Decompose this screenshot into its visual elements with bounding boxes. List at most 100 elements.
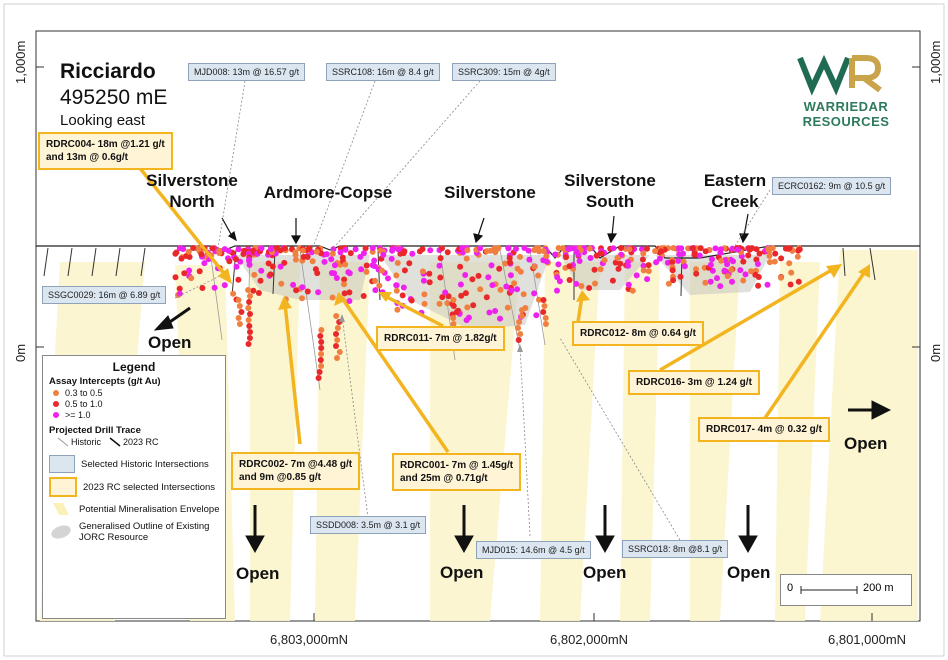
assay-dot <box>341 290 348 297</box>
assay-dot <box>492 308 499 314</box>
assay-dot <box>795 278 802 285</box>
assay-dot <box>778 255 785 262</box>
assay-dot <box>517 331 524 337</box>
assay-dot <box>342 246 349 253</box>
deposit-line: Silverstone <box>564 171 656 190</box>
assay-dot <box>437 274 444 281</box>
deposit-line: Silverstone <box>444 183 536 202</box>
assay-dot <box>290 281 297 288</box>
assay-dot <box>299 295 305 302</box>
rc-line: RDRC016- 3m @ 1.24 g/t <box>636 377 752 388</box>
assay-dot <box>247 329 253 335</box>
assay-dot <box>652 248 659 255</box>
assay-dot <box>502 260 509 267</box>
assay-dot <box>258 245 265 252</box>
assay-dot <box>665 280 672 287</box>
historic-label-mjd008: MJD008: 13m @ 16.57 g/t <box>188 63 306 81</box>
rc-leaders <box>133 160 868 453</box>
assay-dot <box>690 245 696 252</box>
rc-line: RDRC017- 4m @ 0.32 g/t <box>706 424 822 435</box>
legend: Legend Assay Intercepts (g/t Au) 0.3 to … <box>42 355 226 619</box>
assay-dot <box>323 251 330 258</box>
assay-dot <box>576 258 583 264</box>
assay-dot <box>702 248 709 255</box>
assay-dot <box>393 272 400 279</box>
assay-dot <box>573 280 580 287</box>
logo-text: WARRIEDAR RESOURCES <box>786 99 906 129</box>
assay-dot <box>718 257 725 264</box>
assay-dot <box>670 277 677 284</box>
deposit-ardmore-copse: Ardmore-Copse <box>258 182 398 203</box>
assay-dot <box>764 281 771 288</box>
assay-dot <box>293 287 300 294</box>
assay-dot <box>755 274 762 280</box>
assay-dot <box>721 267 728 274</box>
assay-dot <box>702 279 709 286</box>
assay-dot <box>198 251 205 258</box>
logo-line1: WARRIEDAR <box>803 99 889 114</box>
assay-dot <box>209 245 216 252</box>
assay-dot <box>566 277 573 283</box>
assay-dot <box>216 250 223 256</box>
assay-dot <box>707 261 714 268</box>
assay-dot <box>531 263 538 270</box>
assay-dot <box>543 258 550 265</box>
rc-line: and 25m @ 0.71g/t <box>400 473 488 484</box>
assay-dot <box>235 276 242 283</box>
assay-dot <box>321 258 328 265</box>
historic-label-ssdd008: SSDD008: 3.5m @ 3.1 g/t <box>310 516 427 534</box>
assay-dot <box>470 302 477 309</box>
assay-dot <box>352 246 359 253</box>
assay-dot <box>300 253 307 260</box>
assay-dot <box>245 287 252 293</box>
assay-dot <box>235 246 242 253</box>
assay-dots <box>172 245 803 381</box>
assay-dot <box>554 274 561 281</box>
rc-trace-swatch <box>109 437 121 447</box>
assay-dot <box>745 252 752 259</box>
assay-dot <box>521 245 528 251</box>
assay-dot <box>464 247 471 254</box>
assay-dot <box>573 248 580 255</box>
assay-dot <box>221 282 228 289</box>
assay-dot <box>795 247 802 254</box>
assay-dot <box>615 265 622 272</box>
assay-dot <box>515 325 521 331</box>
assay-dot <box>633 272 640 279</box>
rc-line: RDRC011- 7m @ 1.82g/t <box>384 333 497 344</box>
assay-dot <box>640 262 647 269</box>
rc-label-rdrc004: RDRC004- 18m @1.21 g/t and 13m @ 0.6g/t <box>38 132 173 170</box>
assay-dot <box>519 307 525 313</box>
assay-dot <box>277 263 284 270</box>
assay-dot <box>496 265 503 272</box>
deposit-line: South <box>585 192 635 211</box>
assay-dot <box>401 267 408 274</box>
assay-dot <box>330 246 337 253</box>
x-axis-label-3: 6,801,000mN <box>828 632 907 647</box>
assay-dot <box>172 274 179 281</box>
scale-start: 0 <box>787 582 794 594</box>
deposit-line: North <box>169 192 215 211</box>
assay-dot <box>552 251 559 258</box>
assay-dot <box>395 246 402 253</box>
assay-dot <box>697 245 704 252</box>
assay-dot <box>329 294 336 301</box>
assay-dot <box>393 287 400 294</box>
assay-dot <box>336 349 343 355</box>
assay-dot <box>281 259 288 266</box>
assay-dot <box>492 249 499 256</box>
assay-mid-swatch <box>53 401 59 407</box>
assay-dot <box>592 280 598 287</box>
assay-dot <box>358 266 365 273</box>
assay-dot <box>333 331 339 337</box>
assay-dot <box>246 323 253 329</box>
assay-dot <box>400 284 407 291</box>
assay-dot <box>442 289 449 296</box>
assay-dot <box>226 258 233 265</box>
assay-dot <box>543 253 550 260</box>
assay-dot <box>626 246 633 253</box>
historic-leader-heads <box>339 314 523 352</box>
assay-dot <box>246 256 253 263</box>
assay-dot <box>535 272 542 279</box>
assay-dot <box>542 315 549 321</box>
